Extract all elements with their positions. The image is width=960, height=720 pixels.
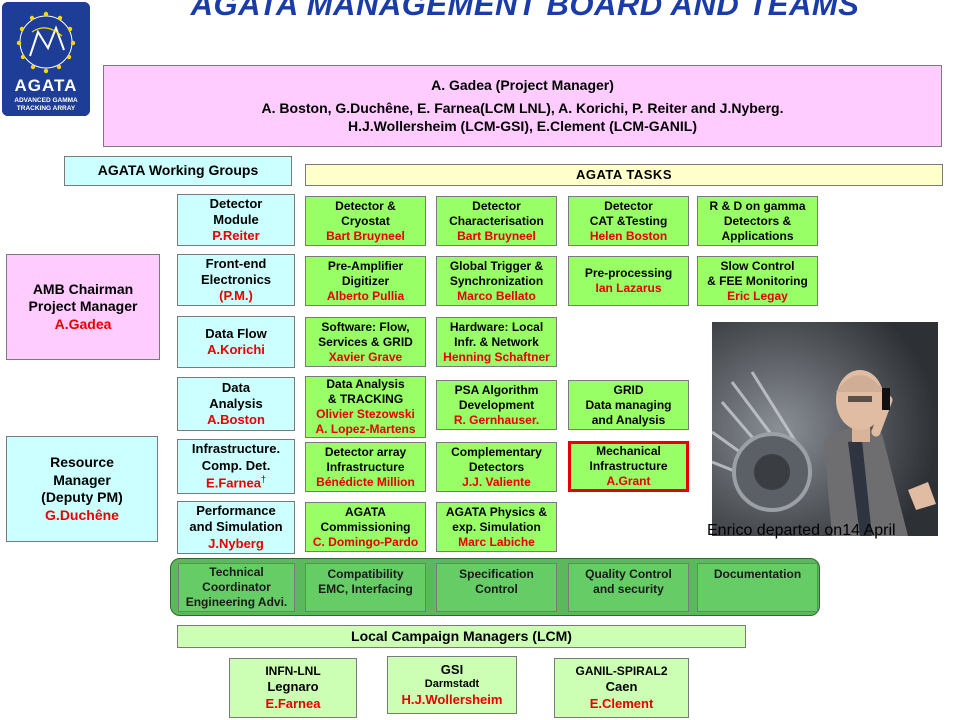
board-members-line-2: H.J.Wollersheim (LCM-GSI), E.Clement (LC… — [348, 117, 697, 134]
wg-data-analysis: Data Analysis A.Boston — [177, 377, 295, 431]
task-lead: Xavier Grave — [328, 349, 403, 364]
page-title: AGATA MANAGEMENT BOARD AND TEAMS — [190, 0, 860, 22]
task-lead: R. Gernhauser. — [453, 412, 540, 427]
wg-lead: E.Farnea† — [206, 473, 266, 491]
documentation-box: Documentation — [697, 563, 818, 612]
task-data-analysis-tracking: Data Analysis& TRACKING Olivier Stezowsk… — [305, 376, 426, 438]
site-ganil: GANIL-SPIRAL2 Caen E.Clement — [554, 658, 689, 718]
specification-control-box: Specification Control — [436, 563, 557, 612]
task-global-trigger: Global Trigger &Synchronization Marco Be… — [436, 256, 557, 306]
task-lead: Bart Bruyneel — [326, 228, 405, 243]
compatibility-box: Compatibility EMC, Interfacing — [305, 563, 426, 612]
task-physics-simulation: AGATA Physics &exp. Simulation Marc Labi… — [436, 502, 557, 552]
amb-person: A.Gadea — [54, 315, 112, 332]
site-infn-lnl: INFN-LNL Legnaro E.Farnea — [229, 658, 357, 718]
wg-lead: J.Nyberg — [208, 535, 264, 551]
site-lcm: E.Clement — [589, 695, 654, 711]
wg-lead: A.Korichi — [207, 342, 265, 357]
wg-front-end-electronics: Front-end Electronics (P.M.) — [177, 254, 295, 306]
task-lead: J.J. Valiente — [462, 474, 531, 489]
task-lead: Eric Legay — [727, 288, 788, 303]
wg-lead: A.Boston — [207, 412, 265, 428]
person-photo-icon — [712, 322, 938, 536]
management-board-box: A. Gadea (Project Manager) A. Boston, G.… — [103, 65, 942, 147]
site-lcm: E.Farnea — [265, 695, 321, 711]
agata-logo: AGATA ADVANCED GAMMA TRACKING ARRAY — [2, 2, 90, 116]
task-lead: Marco Bellato — [457, 288, 536, 303]
dagger-mark: † — [260, 473, 266, 484]
wg-data-flow: Data Flow A.Korichi — [177, 316, 295, 368]
task-lead: Bénédicte Million — [316, 474, 415, 489]
task-lead: Olivier Stezowski — [316, 407, 415, 421]
wg-detector-module: Detector Module P.Reiter — [177, 194, 295, 246]
task-software-flow: Software: Flow,Services & GRID Xavier Gr… — [305, 317, 426, 367]
site-lcm: H.J.Wollersheim — [401, 691, 503, 707]
wg-infrastructure: Infrastructure. Comp. Det. E.Farnea† — [177, 439, 295, 494]
task-preprocessing: Pre-processing Ian Lazarus — [568, 256, 689, 306]
pm-line: A. Gadea (Project Manager) — [431, 76, 614, 93]
task-lead: Marc Labiche — [458, 534, 535, 549]
portrait-photo — [712, 322, 938, 536]
task-lead: Alberto Pullia — [326, 288, 405, 303]
amb-chairman-box: AMB Chairman Project Manager A.Gadea — [6, 254, 160, 360]
working-groups-header: AGATA Working Groups — [64, 156, 292, 186]
logo-sub2: TRACKING ARRAY — [16, 105, 76, 112]
site-gsi: GSI Darmstadt H.J.Wollersheim — [387, 656, 517, 714]
task-lead: C. Domingo-Pardo — [312, 534, 419, 549]
logo-label: AGATA — [14, 76, 78, 95]
agata-emblem-icon — [2, 2, 90, 116]
technical-coordinator-box: Technical Coordinator Engineering Advi. — [178, 563, 295, 612]
task-lead-2: A. Lopez-Martens — [315, 422, 416, 436]
quality-control-box: Quality Control and security — [568, 563, 689, 612]
task-detector-cryostat: Detector &Cryostat Bart Bruyneel — [305, 196, 426, 246]
lcm-header: Local Campaign Managers (LCM) — [177, 625, 746, 648]
resource-manager-box: Resource Manager (Deputy PM) G.Duchêne — [6, 436, 158, 542]
task-lead: Henning Schaftner — [443, 349, 550, 364]
board-members-line: A. Boston, G.Duchêne, E. Farnea(LCM LNL)… — [261, 100, 784, 117]
logo-sub1: ADVANCED GAMMA — [14, 97, 78, 104]
tasks-header: AGATA TASKS — [305, 164, 943, 186]
task-lead: Ian Lazarus — [595, 281, 662, 295]
wg-performance-simulation: Performance and Simulation J.Nyberg — [177, 501, 295, 554]
task-lead: A.Grant — [606, 474, 651, 488]
task-slow-control: Slow Control& FEE Monitoring Eric Legay — [697, 256, 818, 306]
task-lead: Bart Bruyneel — [457, 228, 536, 243]
rm-person: G.Duchêne — [45, 506, 119, 523]
task-lead: Helen Boston — [589, 228, 668, 243]
wg-lead: (P.M.) — [219, 288, 253, 304]
wg-lead: P.Reiter — [212, 228, 260, 244]
photo-caption: Enrico departed on14 April — [707, 522, 896, 539]
